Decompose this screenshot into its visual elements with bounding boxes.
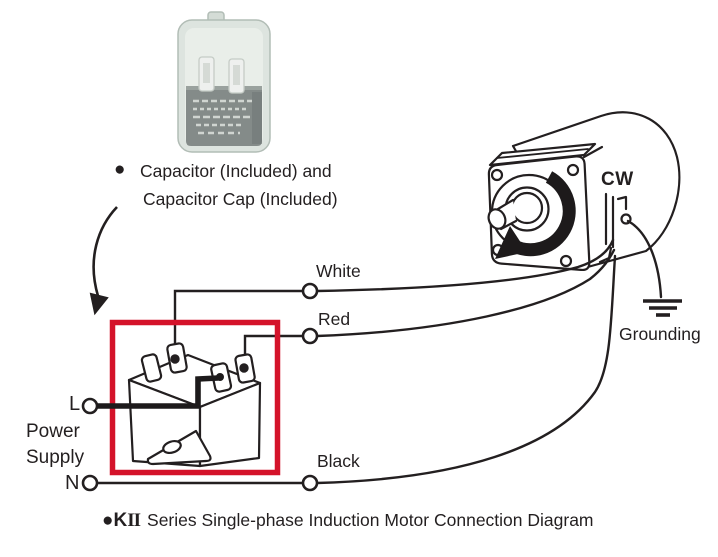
terminal-live	[81, 397, 99, 415]
red-wire-label: Red	[318, 309, 351, 329]
red-highlight-box	[109, 319, 281, 476]
wire-live	[97, 373, 224, 409]
wire-black	[95, 254, 617, 485]
terminal-red	[301, 327, 319, 345]
capacitor-note-line1: Capacitor (Included) and	[140, 161, 332, 181]
caption-series-ii: II	[127, 510, 141, 531]
neutral-terminal-label: N	[65, 472, 80, 494]
caption-text: Series Single-phase Induction Motor Conn…	[147, 510, 594, 530]
grounding-label: Grounding	[619, 324, 701, 344]
live-terminal-label: L	[69, 393, 81, 415]
note-bullet-icon: ●	[114, 159, 126, 180]
capacitor-drawing	[127, 342, 262, 468]
cw-rotation-label: CW	[601, 169, 634, 190]
terminal-neutral	[81, 474, 99, 492]
caption-bullet-icon: ●	[102, 510, 114, 531]
wires	[95, 219, 663, 485]
white-wire-label: White	[316, 261, 361, 281]
capacitor-photo	[177, 11, 271, 153]
wire-white	[173, 238, 615, 350]
terminal-black	[301, 474, 319, 492]
caption-series-k: K	[113, 510, 128, 531]
ground-symbol-icon	[643, 299, 682, 317]
cw-rotation-arrow-icon	[495, 171, 576, 259]
wire-ground	[626, 219, 663, 299]
black-wire-label: Black	[317, 451, 360, 471]
wire-red	[243, 248, 616, 364]
terminal-white	[301, 282, 319, 300]
power-supply-label: Power Supply	[26, 419, 84, 471]
curved-arrow-icon	[89, 206, 118, 316]
power-supply-label-line2: Supply	[26, 447, 85, 469]
wire-terminals	[81, 282, 319, 492]
capacitor-note-line2: Capacitor Cap (Included)	[143, 189, 338, 209]
power-supply-label-line1: Power	[26, 421, 80, 442]
caption: ●KII Series Single-phase Induction Motor …	[102, 510, 594, 531]
